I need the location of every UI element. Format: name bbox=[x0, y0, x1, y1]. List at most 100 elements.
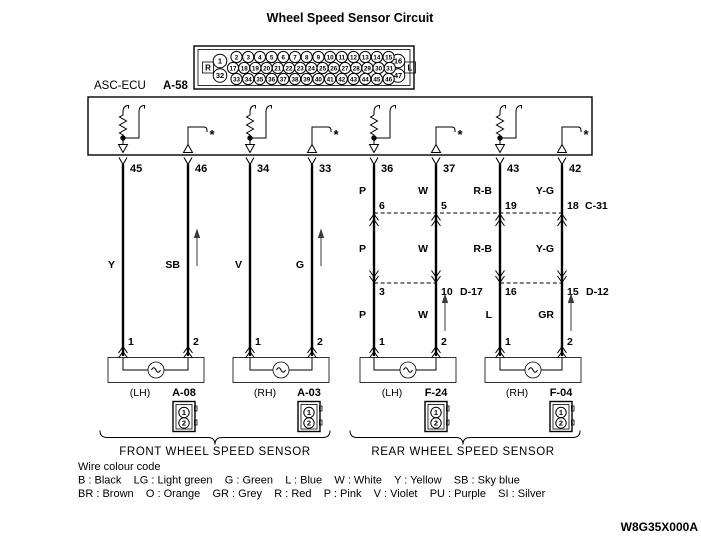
sensor-pin: 1 bbox=[505, 336, 511, 348]
connector-pin-number: 20 bbox=[263, 65, 271, 72]
connector-chevrons bbox=[369, 270, 567, 284]
sensor-connector-icon: 1 2 bbox=[549, 400, 575, 433]
inductive-coil-symbol bbox=[147, 361, 165, 379]
connector-pin-circle bbox=[242, 50, 255, 64]
ecu-pin-37: 37 bbox=[443, 163, 455, 175]
sensor-position: (RH) bbox=[254, 387, 276, 399]
junction-dot bbox=[247, 135, 253, 141]
connector-pin-circle bbox=[230, 72, 243, 86]
connector-pin-number: 24 bbox=[308, 65, 316, 72]
connector-pin-number: 2 bbox=[235, 54, 239, 61]
wire-colour-p: P bbox=[359, 309, 366, 321]
front-rh-sensor bbox=[232, 357, 330, 383]
connector-pin-number: 10 bbox=[327, 54, 335, 61]
signal-direction-arrow bbox=[317, 228, 325, 266]
connector-pin-number: 26 bbox=[330, 65, 338, 72]
connector-pin-number: 32 bbox=[216, 71, 224, 80]
wire-colour-rb: R-B bbox=[473, 243, 492, 255]
wire-colour-p: P bbox=[359, 185, 366, 197]
ecu-pin-row: 45 46 34 33 36 37 43 42 bbox=[118, 157, 581, 175]
c31-pin-6: 6 bbox=[379, 200, 385, 212]
sensor-labels: (LH) A-08 (RH) A-03 (LH) F-24 (RH) F-04 bbox=[130, 387, 573, 399]
connector-pin-number: 16 bbox=[394, 57, 402, 66]
sensor-pin: 1 bbox=[255, 336, 261, 348]
inductive-coil-symbol bbox=[524, 361, 542, 379]
rear-lower-wire-labels: P W L GR bbox=[359, 293, 575, 331]
connector-pin-number: 29 bbox=[364, 65, 372, 72]
connector-id-d12: D-12 bbox=[586, 286, 609, 298]
page-title: Wheel Speed Sensor Circuit bbox=[267, 11, 435, 25]
keying-box-l bbox=[404, 61, 416, 74]
connector-id-c31: C-31 bbox=[585, 200, 608, 212]
connector-pin-circle bbox=[277, 50, 290, 64]
ecu-pin-33: 33 bbox=[319, 163, 331, 175]
rear-mid-wire-labels: P W R-B Y-G bbox=[359, 243, 554, 255]
sensor-connector-id: A-08 bbox=[172, 387, 196, 399]
wire-colour-yg: Y-G bbox=[536, 185, 554, 197]
connector-pin-circle bbox=[242, 72, 255, 86]
signal-direction-arrow bbox=[567, 293, 575, 331]
wire-colour-gr: GR bbox=[538, 309, 554, 321]
connector-pin-circle bbox=[370, 72, 383, 86]
inductive-coil-symbol bbox=[399, 361, 417, 379]
asterisk-mark: * bbox=[333, 127, 339, 142]
connector-pin-number: 46 bbox=[385, 76, 393, 83]
wire-colour-g: G bbox=[296, 259, 304, 271]
sensor-position: (LH) bbox=[130, 387, 150, 399]
ecu-pin-43: 43 bbox=[507, 163, 519, 175]
connector-pin-circle bbox=[212, 53, 228, 69]
connector-pin-number: 37 bbox=[280, 76, 288, 83]
connector-pin-number: 14 bbox=[373, 54, 381, 61]
sensor-pin: 2 bbox=[441, 336, 447, 348]
d17-d12-junction: 3 10 D-17 16 15 D-12 bbox=[369, 270, 609, 298]
connector-pin-circle bbox=[335, 72, 348, 86]
connector-chevrons bbox=[369, 213, 567, 227]
signal-direction-arrow bbox=[441, 293, 449, 331]
connector-pin-number: 12 bbox=[350, 54, 358, 61]
connector-pin-circle bbox=[288, 50, 302, 64]
sensor-connector-icon: 1 2 bbox=[297, 400, 323, 433]
legend-heading: Wire colour code bbox=[78, 461, 161, 473]
connector-pin-circle bbox=[382, 72, 395, 86]
junction-dot bbox=[120, 135, 126, 141]
connector-pin-number: 1 bbox=[218, 57, 222, 66]
ecu-label: ASC-ECU A-58 bbox=[94, 80, 189, 92]
wire-colour-sb: SB bbox=[165, 259, 180, 271]
connector-pin-number: 36 bbox=[268, 76, 276, 83]
connector-pin-circle bbox=[347, 72, 360, 86]
wire-colour-l: L bbox=[486, 309, 493, 321]
connector-chevrons bbox=[118, 345, 567, 359]
ecu-pin-34: 34 bbox=[257, 163, 270, 175]
icon-pin-number: 1 bbox=[307, 408, 311, 417]
sensor-connector-icons: 1 2 1 2 1 2 bbox=[172, 400, 575, 433]
c31-pin-5: 5 bbox=[441, 200, 447, 212]
connector-pin-number: 21 bbox=[274, 65, 282, 72]
connector-marker-l: L bbox=[408, 64, 413, 73]
ecu-pin-36: 36 bbox=[381, 163, 393, 175]
rear-lh-sensor bbox=[359, 357, 457, 383]
front-group-caption: FRONT WHEEL SPEED SENSOR bbox=[119, 446, 310, 458]
asterisk-mark: * bbox=[583, 127, 589, 142]
connector-pin-number: 6 bbox=[282, 54, 286, 61]
connector-pin-number: 39 bbox=[303, 76, 311, 83]
d17-pin-10: 10 bbox=[441, 286, 453, 298]
icon-pin-number: 2 bbox=[559, 419, 563, 428]
connector-inner-outline bbox=[197, 49, 411, 86]
sensor-pin-row: 1 2 1 2 1 2 1 2 bbox=[118, 336, 573, 359]
wire-colour-p: P bbox=[359, 243, 366, 255]
sensor-connector-icon: 1 2 bbox=[172, 400, 198, 433]
connector-pin-number: 28 bbox=[353, 65, 361, 72]
connector-pin-circle bbox=[288, 72, 302, 86]
d12-pin-15: 15 bbox=[567, 286, 579, 298]
c31-junction: 6 5 19 18 C-31 bbox=[369, 200, 608, 227]
connector-pin-circle bbox=[253, 72, 266, 86]
ecu-pin-45: 45 bbox=[130, 163, 142, 175]
icon-pin-number: 2 bbox=[434, 419, 438, 428]
connector-pin-circle bbox=[312, 72, 325, 86]
connector-pin-number: 3 bbox=[246, 54, 250, 61]
c31-pin-18: 18 bbox=[567, 200, 579, 212]
wire-colour-yg: Y-G bbox=[536, 243, 554, 255]
